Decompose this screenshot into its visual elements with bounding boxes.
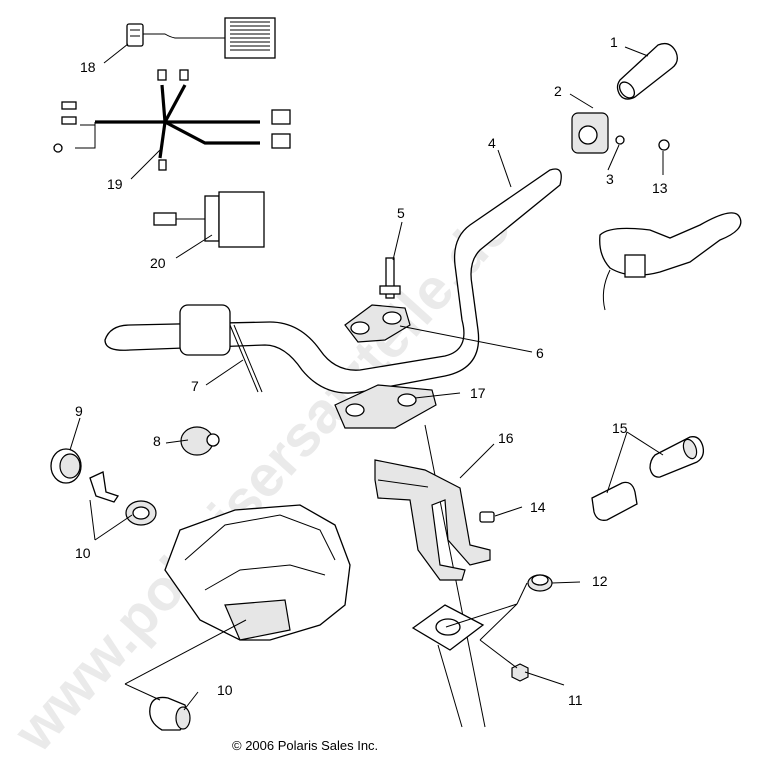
- part-11-nut: [511, 663, 529, 682]
- part-15-switch: [591, 436, 705, 521]
- part-10-switch-clip: [89, 471, 157, 526]
- callout-19: 19: [107, 176, 123, 192]
- copyright-notice: © 2006 Polaris Sales Inc.: [232, 738, 378, 753]
- callout-18: 18: [80, 59, 96, 75]
- callout-7: 7: [191, 378, 199, 394]
- part-17-lower-clamp: [334, 384, 437, 429]
- part-16-bracket: [374, 459, 491, 581]
- callout-10-upper: 10: [75, 545, 91, 561]
- part-19-wiring-harness: [53, 69, 291, 171]
- callout-11: 11: [568, 692, 583, 708]
- leader-lines: [69, 43, 664, 711]
- part-9-switch-boot: [50, 448, 82, 484]
- callout-8: 8: [153, 433, 161, 449]
- part-7-throttle-cable: [179, 304, 263, 393]
- callout-16: 16: [498, 430, 514, 446]
- callout-15: 15: [612, 420, 628, 436]
- part-18-harness-adapter: [126, 17, 276, 59]
- callout-1: 1: [610, 34, 618, 50]
- callout-labels: 1 2 3 4 5 6 7 8 9 10 10 11 12 13 14 15 1…: [75, 34, 668, 708]
- callout-6: 6: [536, 345, 544, 361]
- callout-14: 14: [530, 499, 546, 515]
- part-6-upper-clamp: [344, 304, 411, 343]
- headlight-pod-housing: [164, 504, 351, 641]
- part-5-bolt: [379, 257, 401, 299]
- part-14-screw: [479, 511, 495, 523]
- callout-3: 3: [606, 171, 614, 187]
- part-3-screw: [615, 135, 625, 145]
- callout-13: 13: [652, 180, 668, 196]
- part-8-grommet: [180, 426, 220, 456]
- part-20-relay: [153, 191, 265, 248]
- callout-5: 5: [397, 205, 405, 221]
- part-2-throttle-housing: [571, 112, 609, 154]
- part-13-nut: [658, 139, 670, 151]
- callout-2: 2: [554, 83, 562, 99]
- callout-17: 17: [470, 385, 486, 401]
- part-10-ignition-switch: [149, 696, 191, 731]
- part-1-grip: [616, 42, 678, 100]
- callout-20: 20: [150, 255, 166, 271]
- callout-9: 9: [75, 403, 83, 419]
- callout-4: 4: [488, 135, 496, 151]
- callout-10-lower: 10: [217, 682, 233, 698]
- callout-12: 12: [592, 573, 608, 589]
- part-12-bushing: [527, 574, 553, 592]
- brake-lever-assembly: [599, 212, 742, 311]
